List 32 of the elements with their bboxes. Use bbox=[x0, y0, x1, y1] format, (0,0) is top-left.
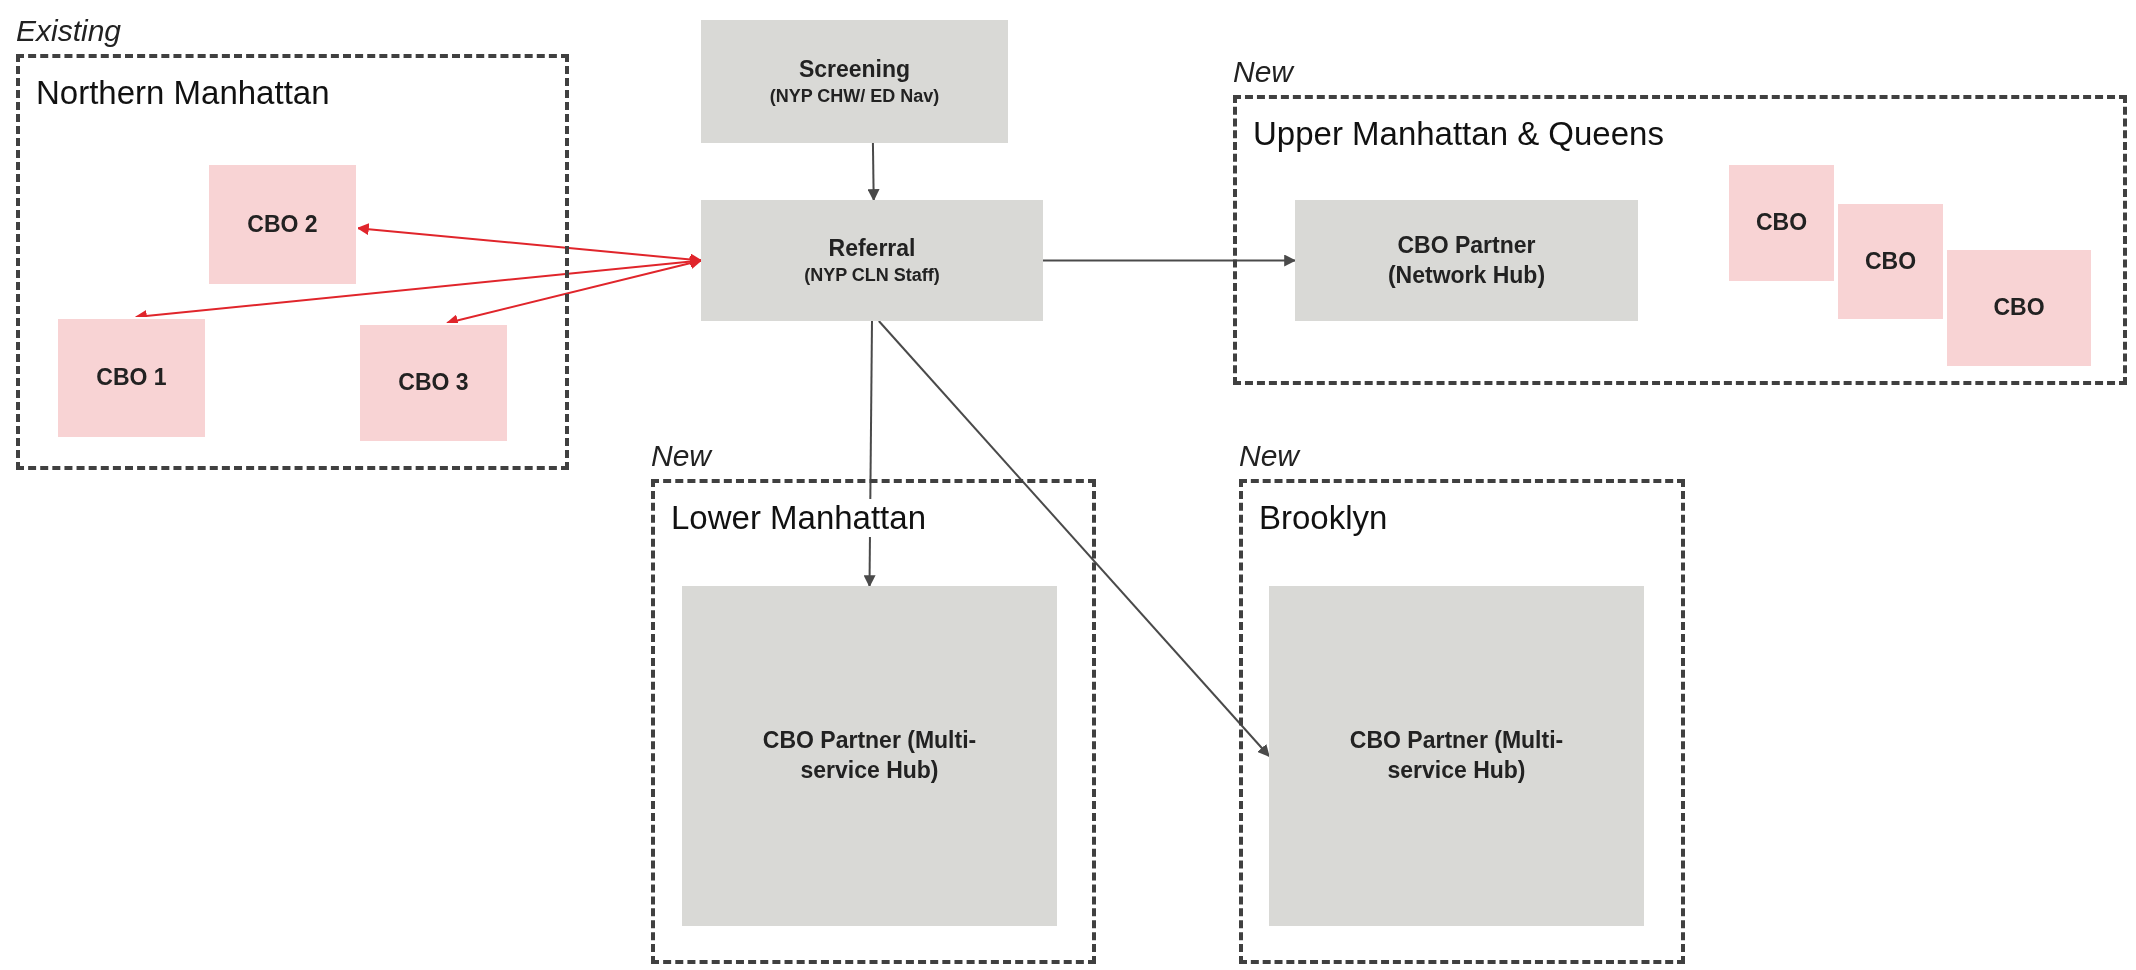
organization-box bbox=[56, 317, 207, 439]
box-title: CBO bbox=[1755, 208, 1808, 238]
process-box bbox=[701, 20, 1008, 143]
box-title: CBO 2 bbox=[247, 209, 318, 239]
box-title: Referral bbox=[828, 233, 916, 263]
organization-box bbox=[358, 323, 509, 443]
box-title: CBO 1 bbox=[96, 363, 167, 393]
box-title: CBO Partner (Multi-service Hub) bbox=[1348, 726, 1565, 785]
box-title: CBO Partner (Multi-service Hub) bbox=[761, 726, 978, 785]
box-subtitle: (NYP CHW/ ED Nav) bbox=[769, 84, 940, 108]
arrow bbox=[877, 320, 1270, 757]
arrow bbox=[1042, 254, 1297, 267]
process-box bbox=[701, 200, 1043, 321]
process-box bbox=[1295, 200, 1638, 321]
process-box bbox=[1269, 586, 1644, 926]
region-status-label: New bbox=[651, 439, 711, 473]
region-title: Lower Manhattan bbox=[671, 499, 926, 537]
box-title: CBO 3 bbox=[398, 368, 469, 398]
organization-box bbox=[1836, 202, 1945, 321]
process-box bbox=[682, 586, 1057, 926]
box-title: Screening bbox=[798, 54, 911, 84]
box-title: CBO bbox=[1864, 246, 1917, 276]
box-title: CBO bbox=[1993, 293, 2045, 323]
region-status-label: New bbox=[1239, 439, 1299, 473]
organization-box bbox=[1727, 163, 1836, 283]
arrow bbox=[867, 142, 880, 202]
region-status-label: New bbox=[1233, 55, 1293, 89]
region-status-label: Existing bbox=[16, 14, 122, 48]
organization-box bbox=[207, 163, 358, 286]
organization-box bbox=[1945, 248, 2093, 368]
box-title: CBO Partner (Network Hub) bbox=[1386, 230, 1547, 290]
box-subtitle: (NYP CLN Staff) bbox=[804, 263, 940, 287]
